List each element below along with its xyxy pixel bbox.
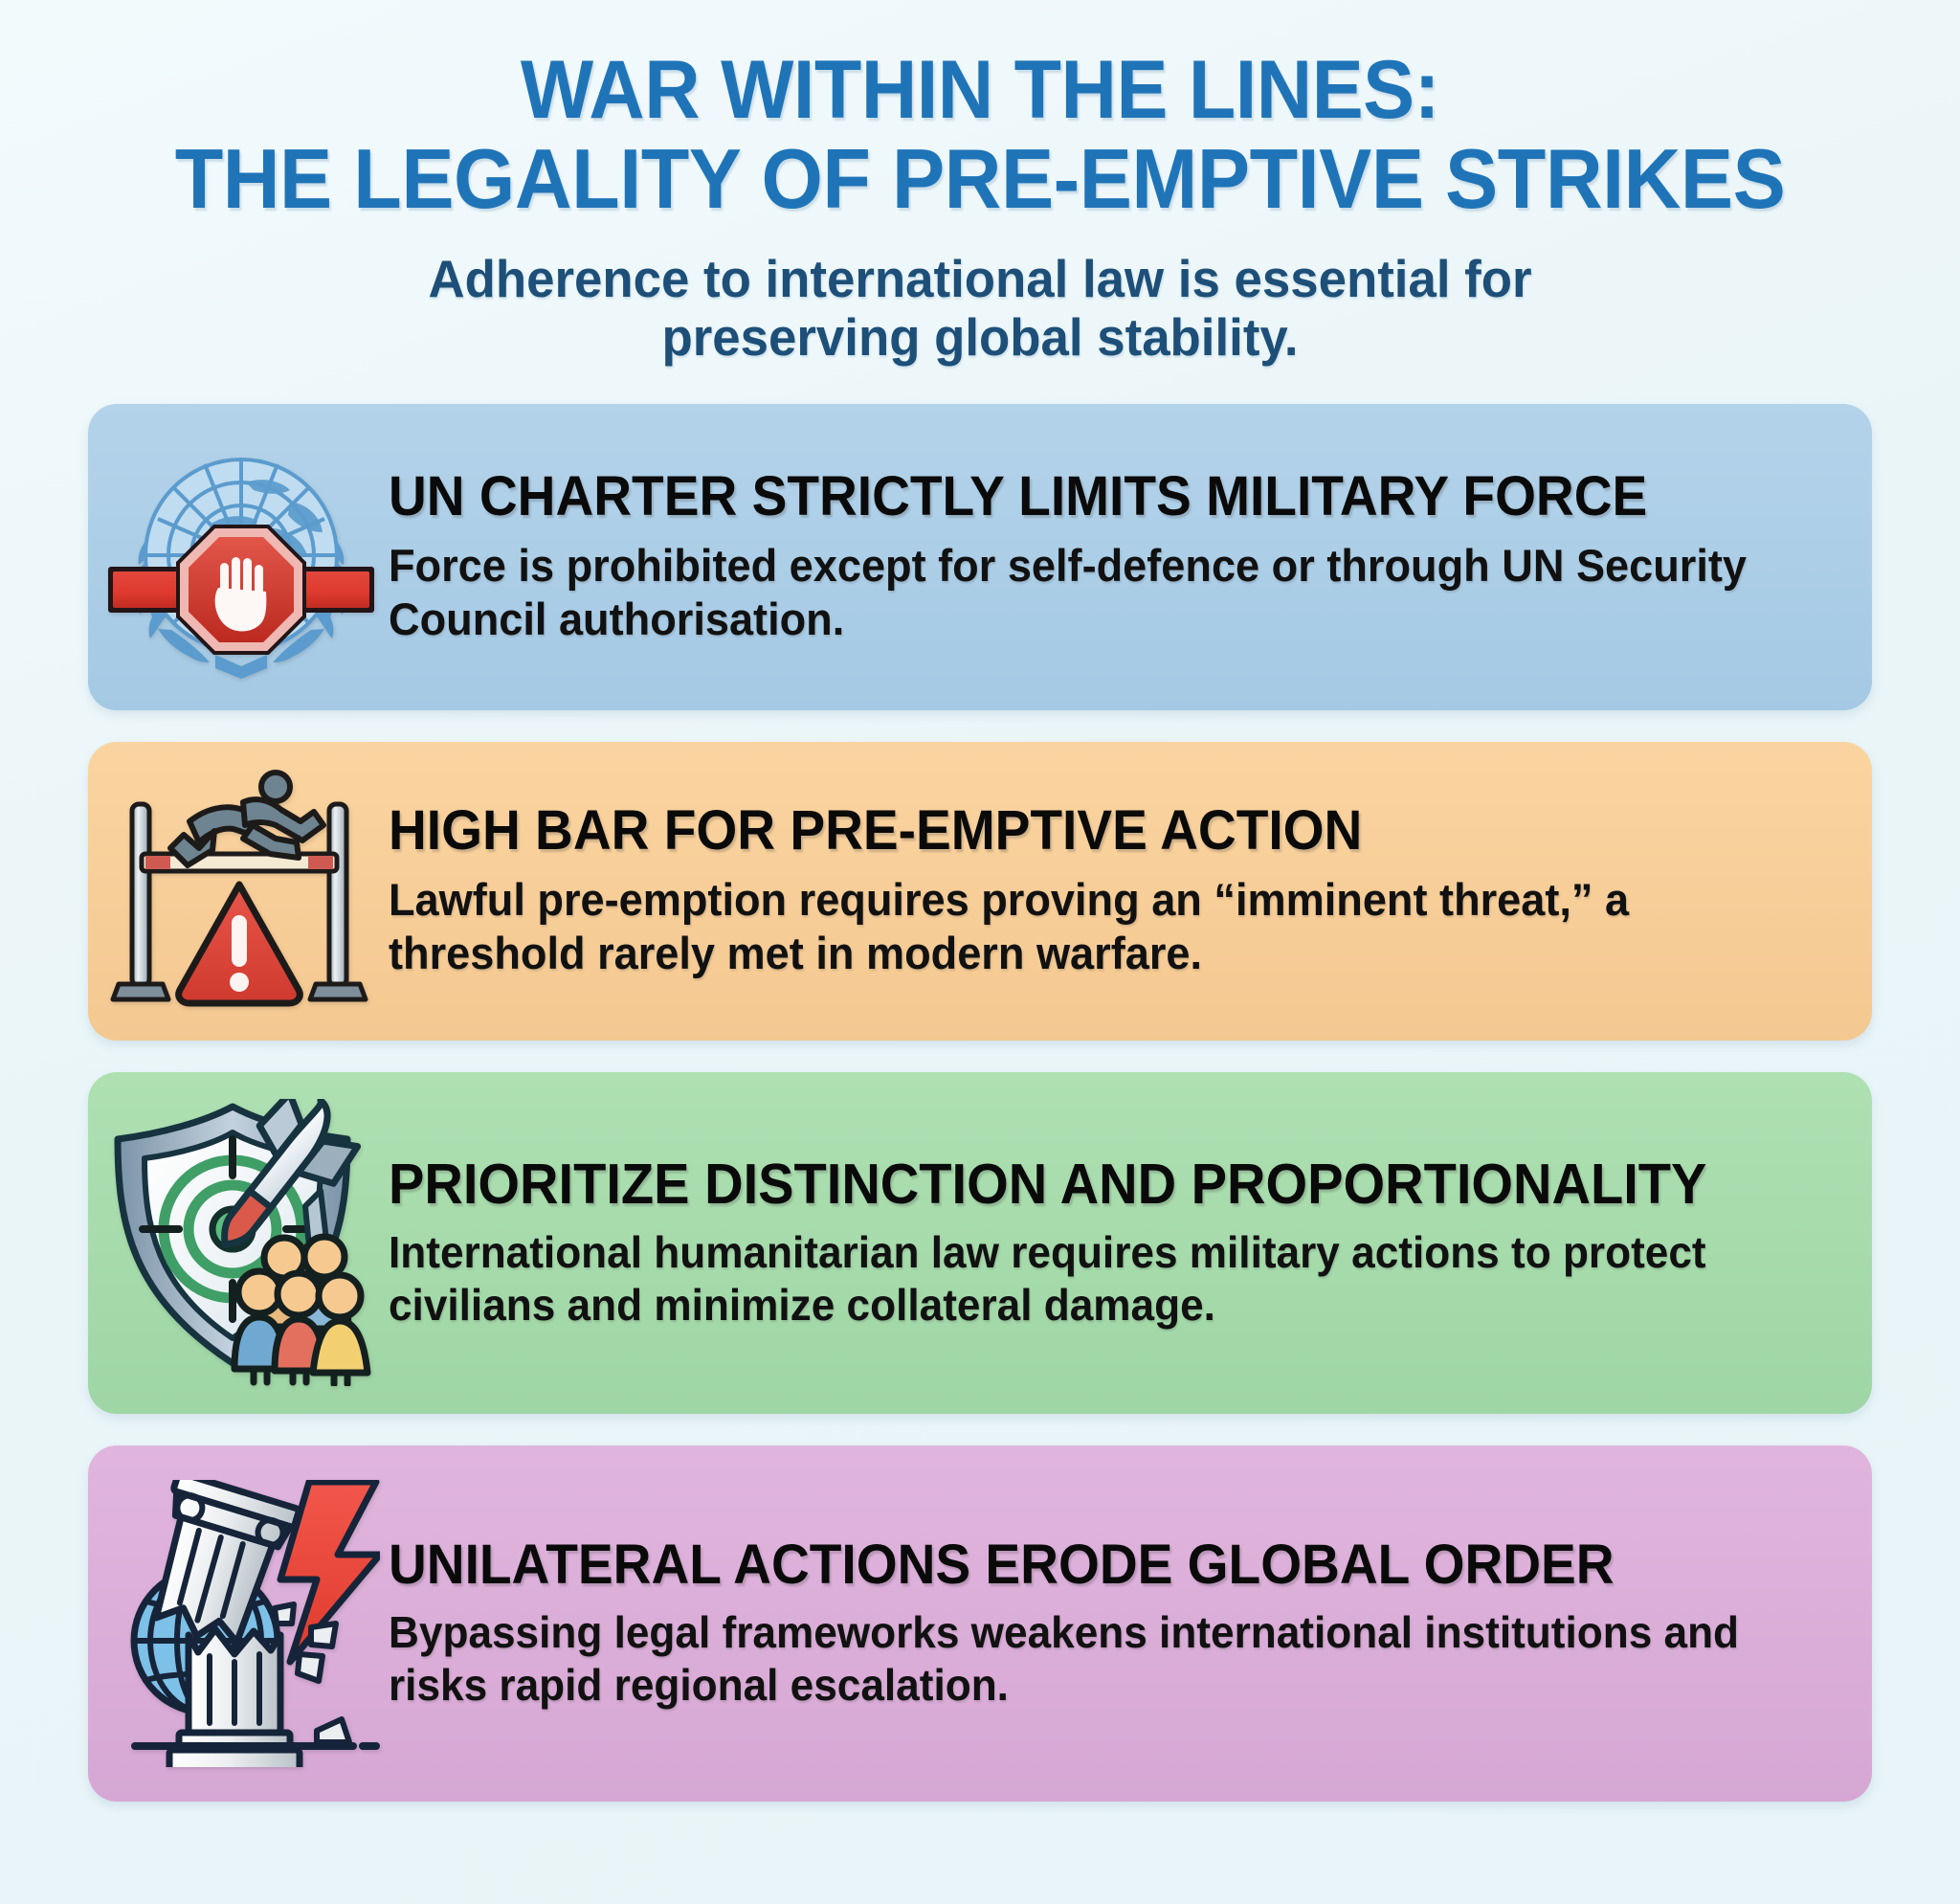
title-line-2: THE LEGALITY OF PRE-EMPTIVE STRIKES [174,131,1786,227]
card-body: HIGH BAR FOR PRE-EMPTIVE ACTION Lawful p… [385,802,1872,979]
subtitle-line-1: Adherence to international law is essent… [428,248,1532,308]
card-description: International humanitarian law requires … [389,1227,1706,1330]
card-high-bar: HIGH BAR FOR PRE-EMPTIVE ACTION Lawful p… [88,741,1872,1041]
card-description: Bypassing legal frameworks weakens inter… [389,1607,1740,1710]
card-list: UN CHARTER STRICTLY LIMITS MILITARY FORC… [0,403,1960,1802]
card-description: Force is prohibited except for self-defe… [389,540,1748,644]
poster-header: WAR WITHIN THE LINES: THE LEGALITY OF PR… [0,0,1960,368]
card-body: PRIORITIZE DISTINCTION AND PROPORTIONALI… [385,1152,1872,1331]
card-distinction-proportionality: PRIORITIZE DISTINCTION AND PROPORTIONALI… [88,1071,1872,1414]
card-title: PRIORITIZE DISTINCTION AND PROPORTIONALI… [389,1152,1707,1216]
broken-column-globe-lightning-icon [88,1445,385,1802]
un-emblem-stop-hand-icon [88,404,385,710]
card-un-charter: UN CHARTER STRICTLY LIMITS MILITARY FORC… [88,403,1872,710]
title-line-1: WAR WITHIN THE LINES: [520,44,1440,136]
card-body: UNILATERAL ACTIONS ERODE GLOBAL ORDER By… [385,1533,1872,1711]
shield-target-missile-civilians-icon [88,1072,385,1414]
page-title: WAR WITHIN THE LINES: THE LEGALITY OF PR… [113,49,1847,227]
card-title: UNILATERAL ACTIONS ERODE GLOBAL ORDER [389,1533,1615,1596]
card-unilateral-erosion: UNILATERAL ACTIONS ERODE GLOBAL ORDER By… [88,1445,1872,1802]
hurdle-runner-warning-icon [88,742,385,1041]
subtitle-line-2: preserving global stability. [661,307,1299,368]
card-description: Lawful pre-emption requires proving an “… [389,874,1630,978]
card-title: UN CHARTER STRICTLY LIMITS MILITARY FORC… [389,465,1648,528]
card-body: UN CHARTER STRICTLY LIMITS MILITARY FORC… [385,468,1872,645]
card-title: HIGH BAR FOR PRE-EMPTIVE ACTION [389,799,1363,862]
page-subtitle: Adherence to international law is essent… [95,248,1866,368]
